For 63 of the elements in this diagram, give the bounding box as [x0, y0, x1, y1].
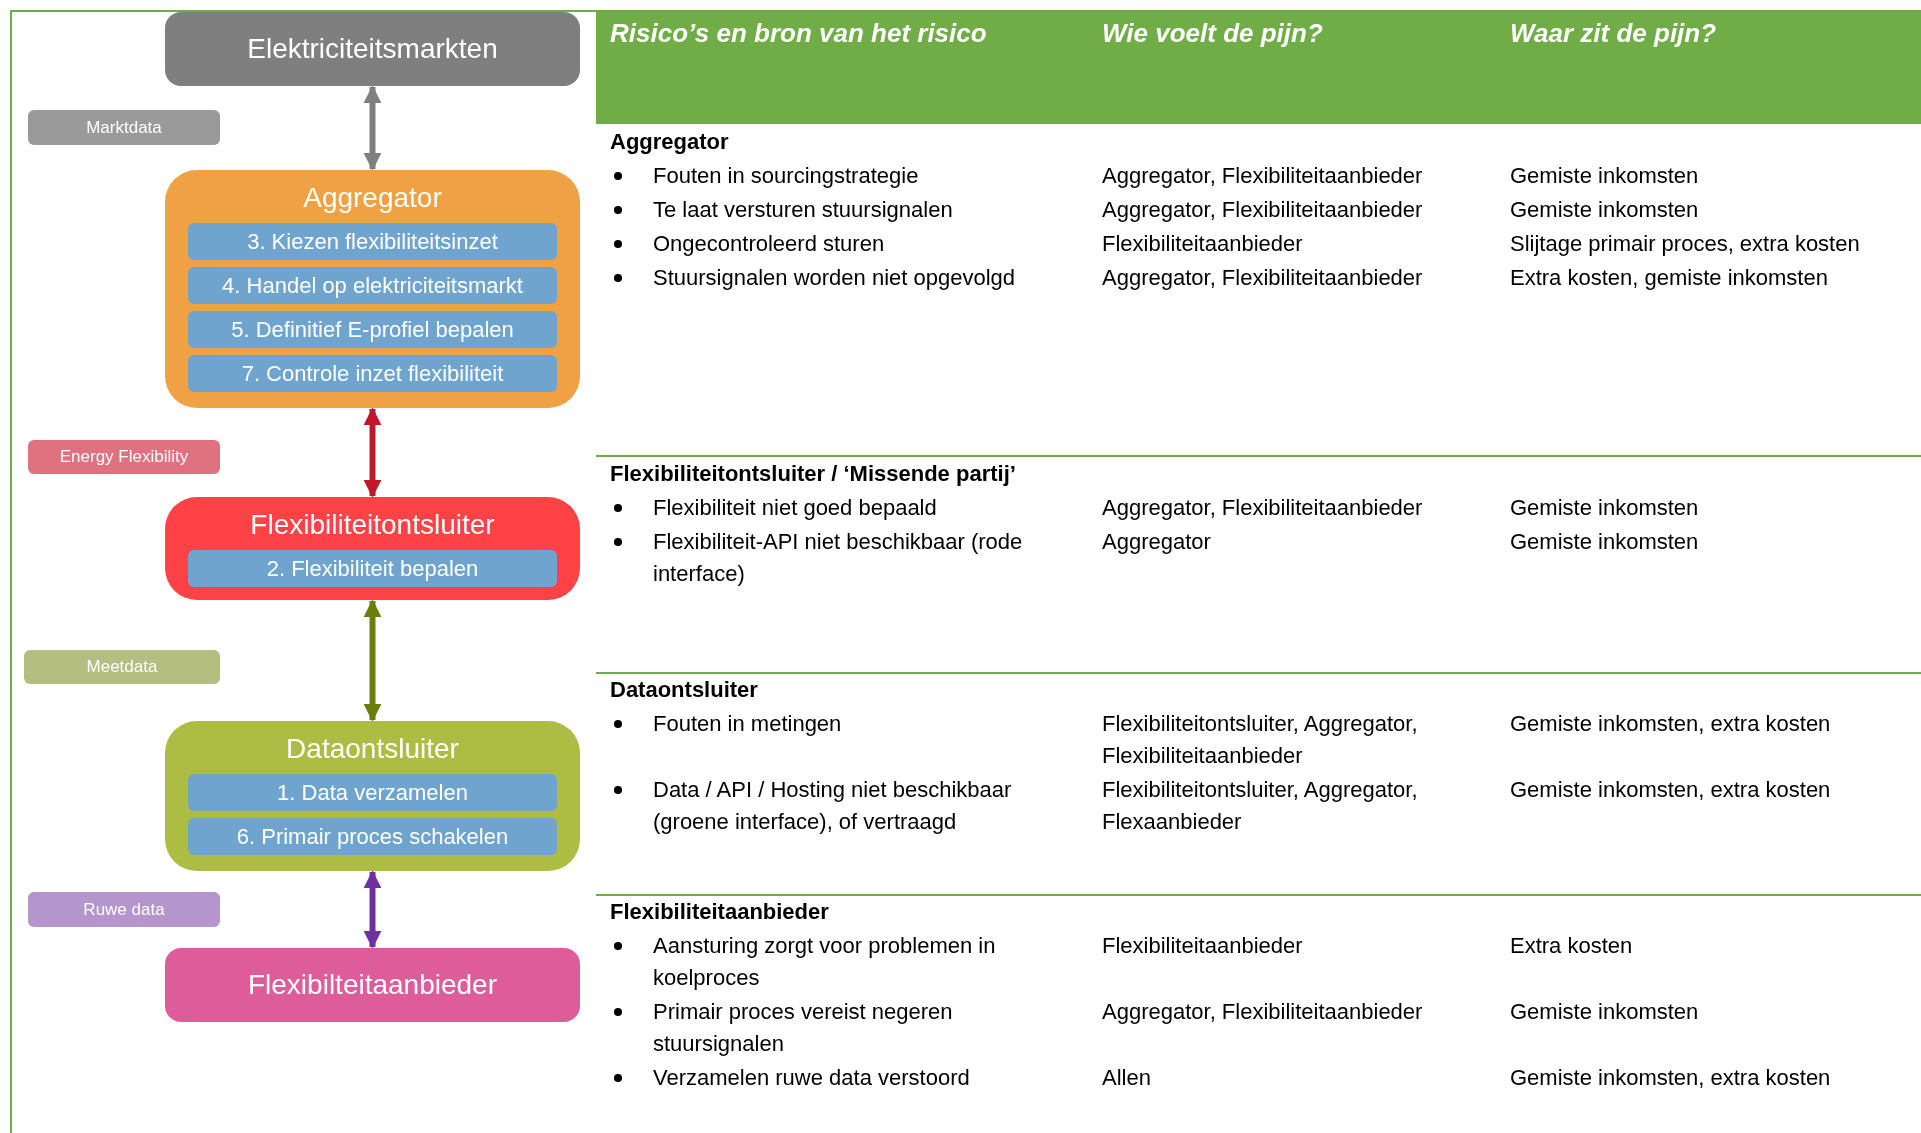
- impact-text: Gemiste inkomsten: [1510, 494, 1700, 522]
- risk-text: Te laat versturen stuursignalen: [653, 196, 954, 224]
- step-bar: 6. Primair proces schakelen: [188, 818, 557, 855]
- role-group-box: [165, 170, 580, 408]
- affected-party: Flexibiliteitontsluiter, Aggregator, Flexaanbieder: [1102, 776, 1419, 836]
- step-bar: 4. Handel op elektriciteitsmarkt: [188, 267, 557, 304]
- role-box: Elektriciteitsmarkten: [165, 12, 580, 86]
- affected-party: Flexibiliteitaanbieder: [1102, 230, 1304, 258]
- risk-text: Aansturing zorgt voor problemen in koelproces: [653, 932, 997, 992]
- group-title: Flexibiliteitontsluiter: [249, 508, 496, 542]
- risk-text: Primair proces vereist negeren stuursignalen: [653, 998, 954, 1058]
- affected-party: Aggregator, Flexibiliteitaanbieder: [1102, 162, 1424, 190]
- impact-text: Gemiste inkomsten: [1510, 196, 1700, 224]
- risk-text: Fouten in sourcingstrategie: [653, 162, 920, 190]
- role-group-box: [165, 721, 580, 871]
- step-bar: 7. Controle inzet flexibiliteit: [188, 355, 557, 392]
- step-bar: 5. Definitief E-profiel bepalen: [188, 311, 557, 348]
- group-title: Aggregator: [302, 181, 443, 215]
- impact-text: Gemiste inkomsten: [1510, 162, 1700, 190]
- double-arrow: [363, 407, 382, 498]
- risk-text: Data / API / Hosting niet beschikbaar (groene interface), of vertraagd: [653, 776, 1013, 836]
- column-header: Waar zit de pijn?: [1510, 17, 1717, 50]
- impact-text: Extra kosten: [1510, 932, 1634, 960]
- section-heading: Aggregator: [610, 128, 730, 156]
- data-tag: Meetdata: [24, 650, 220, 684]
- impact-text: Gemiste inkomsten, extra kosten: [1510, 776, 1832, 804]
- risk-text: Ongecontroleerd sturen: [653, 230, 886, 258]
- risk-text: Verzamelen ruwe data verstoord: [653, 1064, 971, 1092]
- affected-party: Flexibiliteitaanbieder: [1102, 932, 1304, 960]
- impact-text: Gemiste inkomsten: [1510, 528, 1700, 556]
- affected-party: Aggregator, Flexibiliteitaanbieder: [1102, 196, 1424, 224]
- double-arrow: [363, 870, 382, 949]
- affected-party: Aggregator, Flexibiliteitaanbieder: [1102, 494, 1424, 522]
- impact-text: Gemiste inkomsten, extra kosten: [1510, 1064, 1832, 1092]
- risk-text: Fouten in metingen: [653, 710, 843, 738]
- impact-text: Gemiste inkomsten: [1510, 998, 1700, 1026]
- affected-party: Flexibiliteitontsluiter, Aggregator, Flexibiliteitaanbieder: [1102, 710, 1419, 770]
- double-arrow: [363, 85, 382, 171]
- impact-text: Extra kosten, gemiste inkomsten: [1510, 264, 1829, 292]
- risk-text: Flexibiliteit niet goed bepaald: [653, 494, 938, 522]
- affected-party: Aggregator: [1102, 528, 1212, 556]
- column-header: Risico’s en bron van het risico: [610, 17, 987, 50]
- step-bar: 3. Kiezen flexibiliteitsinzet: [188, 223, 557, 260]
- group-title: Dataontsluiter: [285, 732, 460, 766]
- affected-party: Aggregator, Flexibiliteitaanbieder: [1102, 998, 1424, 1026]
- section-heading: Dataontsluiter: [610, 676, 759, 704]
- double-arrow: [363, 599, 382, 722]
- section-heading: Flexibiliteitontsluiter / ‘Missende partij’: [610, 460, 1017, 488]
- data-tag: Marktdata: [28, 110, 220, 145]
- step-bar: 1. Data verzamelen: [188, 774, 557, 811]
- impact-text: Gemiste inkomsten, extra kosten: [1510, 710, 1832, 738]
- impact-text: Slijtage primair proces, extra kosten: [1510, 230, 1861, 258]
- risk-text: Stuursignalen worden niet opgevolgd: [653, 264, 1017, 292]
- affected-party: Allen: [1102, 1064, 1152, 1092]
- role-box: Flexibilteitaanbieder: [165, 948, 580, 1022]
- risk-text: Flexibiliteit-API niet beschikbaar (rode interface): [653, 528, 1024, 588]
- data-tag: Energy Flexibility: [28, 440, 220, 474]
- data-tag: Ruwe data: [28, 892, 220, 927]
- section-heading: Flexibiliteitaanbieder: [610, 898, 830, 926]
- column-header: Wie voelt de pijn?: [1102, 17, 1323, 50]
- step-bar: 2. Flexibiliteit bepalen: [188, 550, 557, 587]
- role-group-box: [165, 497, 580, 600]
- affected-party: Aggregator, Flexibiliteitaanbieder: [1102, 264, 1424, 292]
